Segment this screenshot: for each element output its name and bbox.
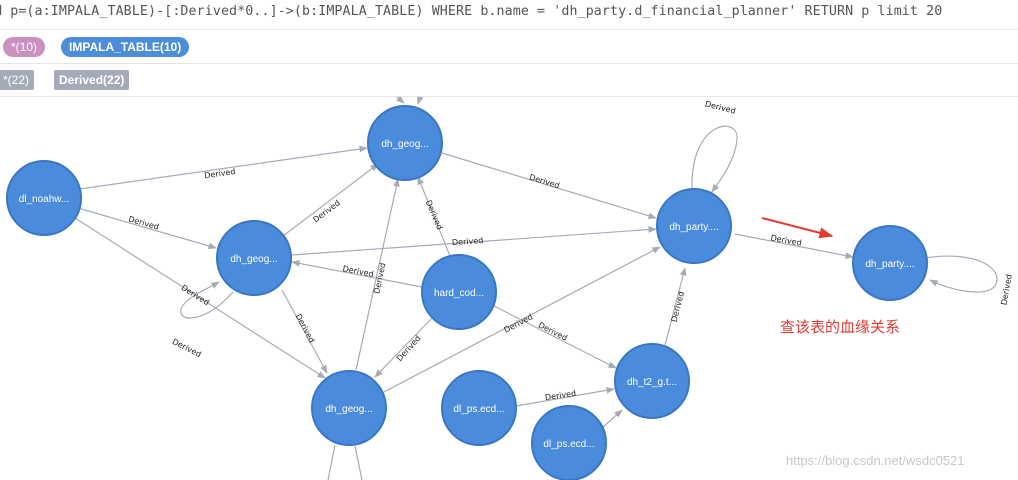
edge-top-incoming-2[interactable] — [416, 97, 424, 105]
cypher-query-text[interactable]: H p=(a:IMPALA_TABLE)-[:Derived*0..]->(b:… — [0, 4, 943, 19]
node-label: hard_cod... — [434, 288, 484, 299]
graph-canvas[interactable]: Derived Derived Derived Derived Derived … — [0, 97, 1018, 480]
graph-node[interactable]: dl_ps.ecd... — [531, 405, 607, 480]
edge-label: Derived — [204, 167, 236, 180]
edge-label: Derived — [770, 233, 802, 247]
edge-label: Derived — [372, 262, 387, 295]
edge-midl-party1[interactable] — [291, 226, 657, 256]
all-nodes-label-pill[interactable]: *(10) — [3, 37, 46, 57]
graph-node[interactable]: dh_t2_g.t... — [614, 343, 690, 419]
node-label: dh_party.... — [865, 259, 914, 270]
node-labels-bar: *(10) IMPALA_TABLE(10) — [0, 30, 1018, 64]
edge-bot-down-2[interactable] — [354, 445, 363, 480]
edge-top-incoming[interactable] — [396, 97, 405, 104]
derived-relationship-tag[interactable]: Derived(22) — [54, 70, 130, 90]
edge-label: Derived — [171, 337, 203, 359]
impala-table-label-pill[interactable]: IMPALA_TABLE(10) — [61, 37, 190, 57]
edge-midl-selfloop[interactable] — [180, 281, 234, 319]
edge-midl-top[interactable] — [282, 163, 379, 237]
edge-t2-party1[interactable] — [664, 267, 687, 346]
edge-left-top[interactable] — [79, 145, 368, 190]
edge-label: Derived — [544, 389, 576, 402]
all-relationships-tag[interactable]: *(22) — [0, 70, 35, 90]
node-label: dl_ps.ecd... — [543, 439, 594, 450]
node-label: dh_t2_g.t... — [627, 377, 677, 388]
edge-midl-bot[interactable] — [281, 289, 328, 374]
graph-node[interactable]: hard_cod... — [421, 254, 497, 330]
annotation-arrow — [761, 217, 834, 239]
edge-label: Derived — [670, 290, 686, 323]
edge-label: Derived — [704, 99, 737, 115]
node-label: dh_geog... — [325, 404, 372, 415]
edge-party1-selfloop[interactable] — [691, 125, 738, 193]
edge-bot-party1[interactable] — [383, 246, 661, 393]
edge-left-midl[interactable] — [77, 207, 217, 250]
nodes: dh_geog... dl_noahw... dh_geog... hard_c… — [6, 105, 928, 480]
graph-node[interactable]: dh_party.... — [852, 225, 928, 301]
graph-node[interactable]: dh_geog... — [311, 370, 387, 446]
node-label: dh_geog... — [381, 139, 428, 150]
edge-left-bot[interactable] — [74, 217, 326, 379]
node-label: dl_noahw... — [19, 194, 70, 205]
graph-node[interactable]: dh_geog... — [367, 105, 443, 181]
edge-hard-bot[interactable] — [374, 317, 433, 378]
watermark-text: https://blog.csdn.net/wsdc0521 — [786, 453, 965, 468]
node-label: dh_party.... — [669, 222, 718, 233]
edge-label: Derived — [528, 173, 561, 191]
edges — [74, 97, 998, 480]
edge-label: Derived — [424, 199, 445, 231]
edge-label: Derived — [395, 334, 423, 363]
node-label: dh_geog... — [230, 254, 277, 265]
edge-party1-party2[interactable] — [734, 233, 854, 259]
edge-ps2-t2[interactable] — [601, 409, 623, 429]
graph-node[interactable]: dh_party.... — [656, 188, 732, 264]
graph-node[interactable]: dl_ps.ecd... — [441, 370, 517, 446]
edge-label: Derived — [999, 273, 1013, 305]
edge-label: Derived — [294, 312, 317, 344]
edge-ps1-t2[interactable] — [515, 386, 615, 407]
edge-label: Derived — [452, 236, 484, 247]
edge-hard-top[interactable] — [417, 176, 451, 257]
edge-label: Derived — [537, 320, 569, 342]
edge-hard-t2[interactable] — [491, 304, 617, 369]
graph-node[interactable]: dl_noahw... — [6, 160, 82, 236]
annotation-text: 查该表的血缘关系 — [780, 318, 901, 336]
edge-label: Derived — [342, 264, 374, 279]
edge-label: Derived — [127, 214, 160, 231]
edge-party2-selfloop[interactable] — [924, 255, 998, 293]
node-label: dl_ps.ecd... — [453, 404, 504, 415]
edge-top-party1[interactable] — [441, 152, 657, 220]
edge-bot-top[interactable] — [355, 178, 400, 371]
edge-bot-down-1[interactable] — [327, 444, 336, 480]
graph-node[interactable]: dh_geog... — [216, 220, 292, 296]
query-editor[interactable]: H p=(a:IMPALA_TABLE)-[:Derived*0..]->(b:… — [0, 0, 1018, 30]
relationship-types-bar: *(22) Derived(22) — [0, 64, 1018, 97]
edge-hard-midl[interactable] — [291, 260, 423, 288]
